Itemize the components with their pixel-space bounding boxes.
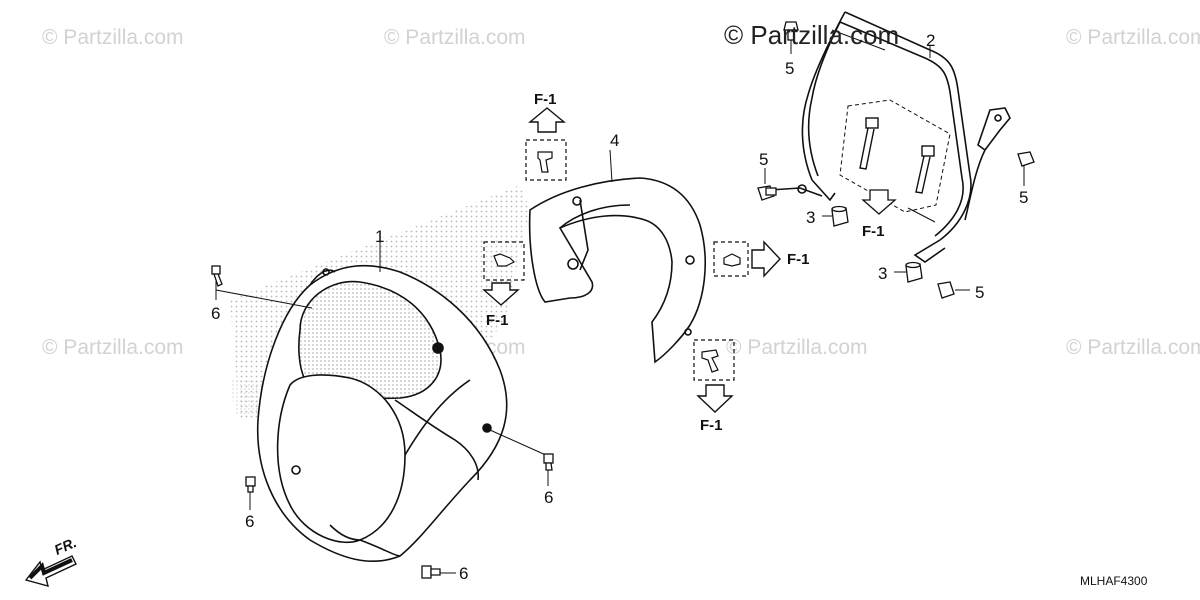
callout-3: 3 <box>806 208 816 227</box>
bolt-5-bottom <box>937 281 955 299</box>
watermark: © Partzilla.com <box>1066 26 1200 49</box>
watermark-main: © Partzilla.com <box>724 20 900 50</box>
callout-6: 6 <box>245 512 255 531</box>
ref-label-top: F-1 <box>534 91 557 108</box>
bolt-5-right <box>1017 151 1035 167</box>
bolt-5-top <box>783 21 799 41</box>
ref-label-right: F-1 <box>787 251 810 268</box>
callout-1: 1 <box>375 227 385 246</box>
callout-6: 6 <box>459 564 469 583</box>
callout-5: 5 <box>759 150 769 169</box>
leader-lines <box>215 26 1025 574</box>
headlight-cover <box>256 264 508 563</box>
watermark: © Partzilla.com <box>384 26 526 49</box>
watermark: © Partzilla.com <box>42 336 184 359</box>
ref-right-box <box>713 240 781 278</box>
screw-6-bottom <box>421 565 441 579</box>
bolt-5-mid <box>757 185 777 201</box>
callout-6: 6 <box>544 488 554 507</box>
callout-5: 5 <box>1019 188 1029 207</box>
watermark: © Partzilla.com <box>42 26 184 49</box>
callout-5: 5 <box>975 283 985 302</box>
ref-label-bottom: F-1 <box>700 417 723 434</box>
ref-label-bracket: F-1 <box>862 223 885 240</box>
ref-label-left: F-1 <box>486 312 509 329</box>
collar-3-a <box>831 205 849 227</box>
callout-2: 2 <box>926 31 936 50</box>
watermark: © Partzilla.com <box>1066 336 1200 359</box>
callout-3: 3 <box>878 264 888 283</box>
ref-top-box <box>525 107 567 181</box>
callout-5: 5 <box>785 59 795 78</box>
bolt-kit-box <box>839 99 951 215</box>
screw-6-right <box>543 453 554 471</box>
front-arrow-icon <box>24 555 77 587</box>
diagram-code: MLHAF4300 <box>1080 574 1148 588</box>
screw-6-left <box>211 265 223 287</box>
ref-bottom-box <box>693 339 735 413</box>
inner-cover <box>528 177 706 364</box>
collar-3-b <box>905 261 923 283</box>
ref-left-box <box>482 241 525 306</box>
stay-bracket <box>769 11 1011 263</box>
callout-4: 4 <box>610 131 620 150</box>
watermark: © Partzilla.com <box>726 336 868 359</box>
callout-6: 6 <box>211 304 221 323</box>
screw-6-lower-left <box>245 476 256 493</box>
